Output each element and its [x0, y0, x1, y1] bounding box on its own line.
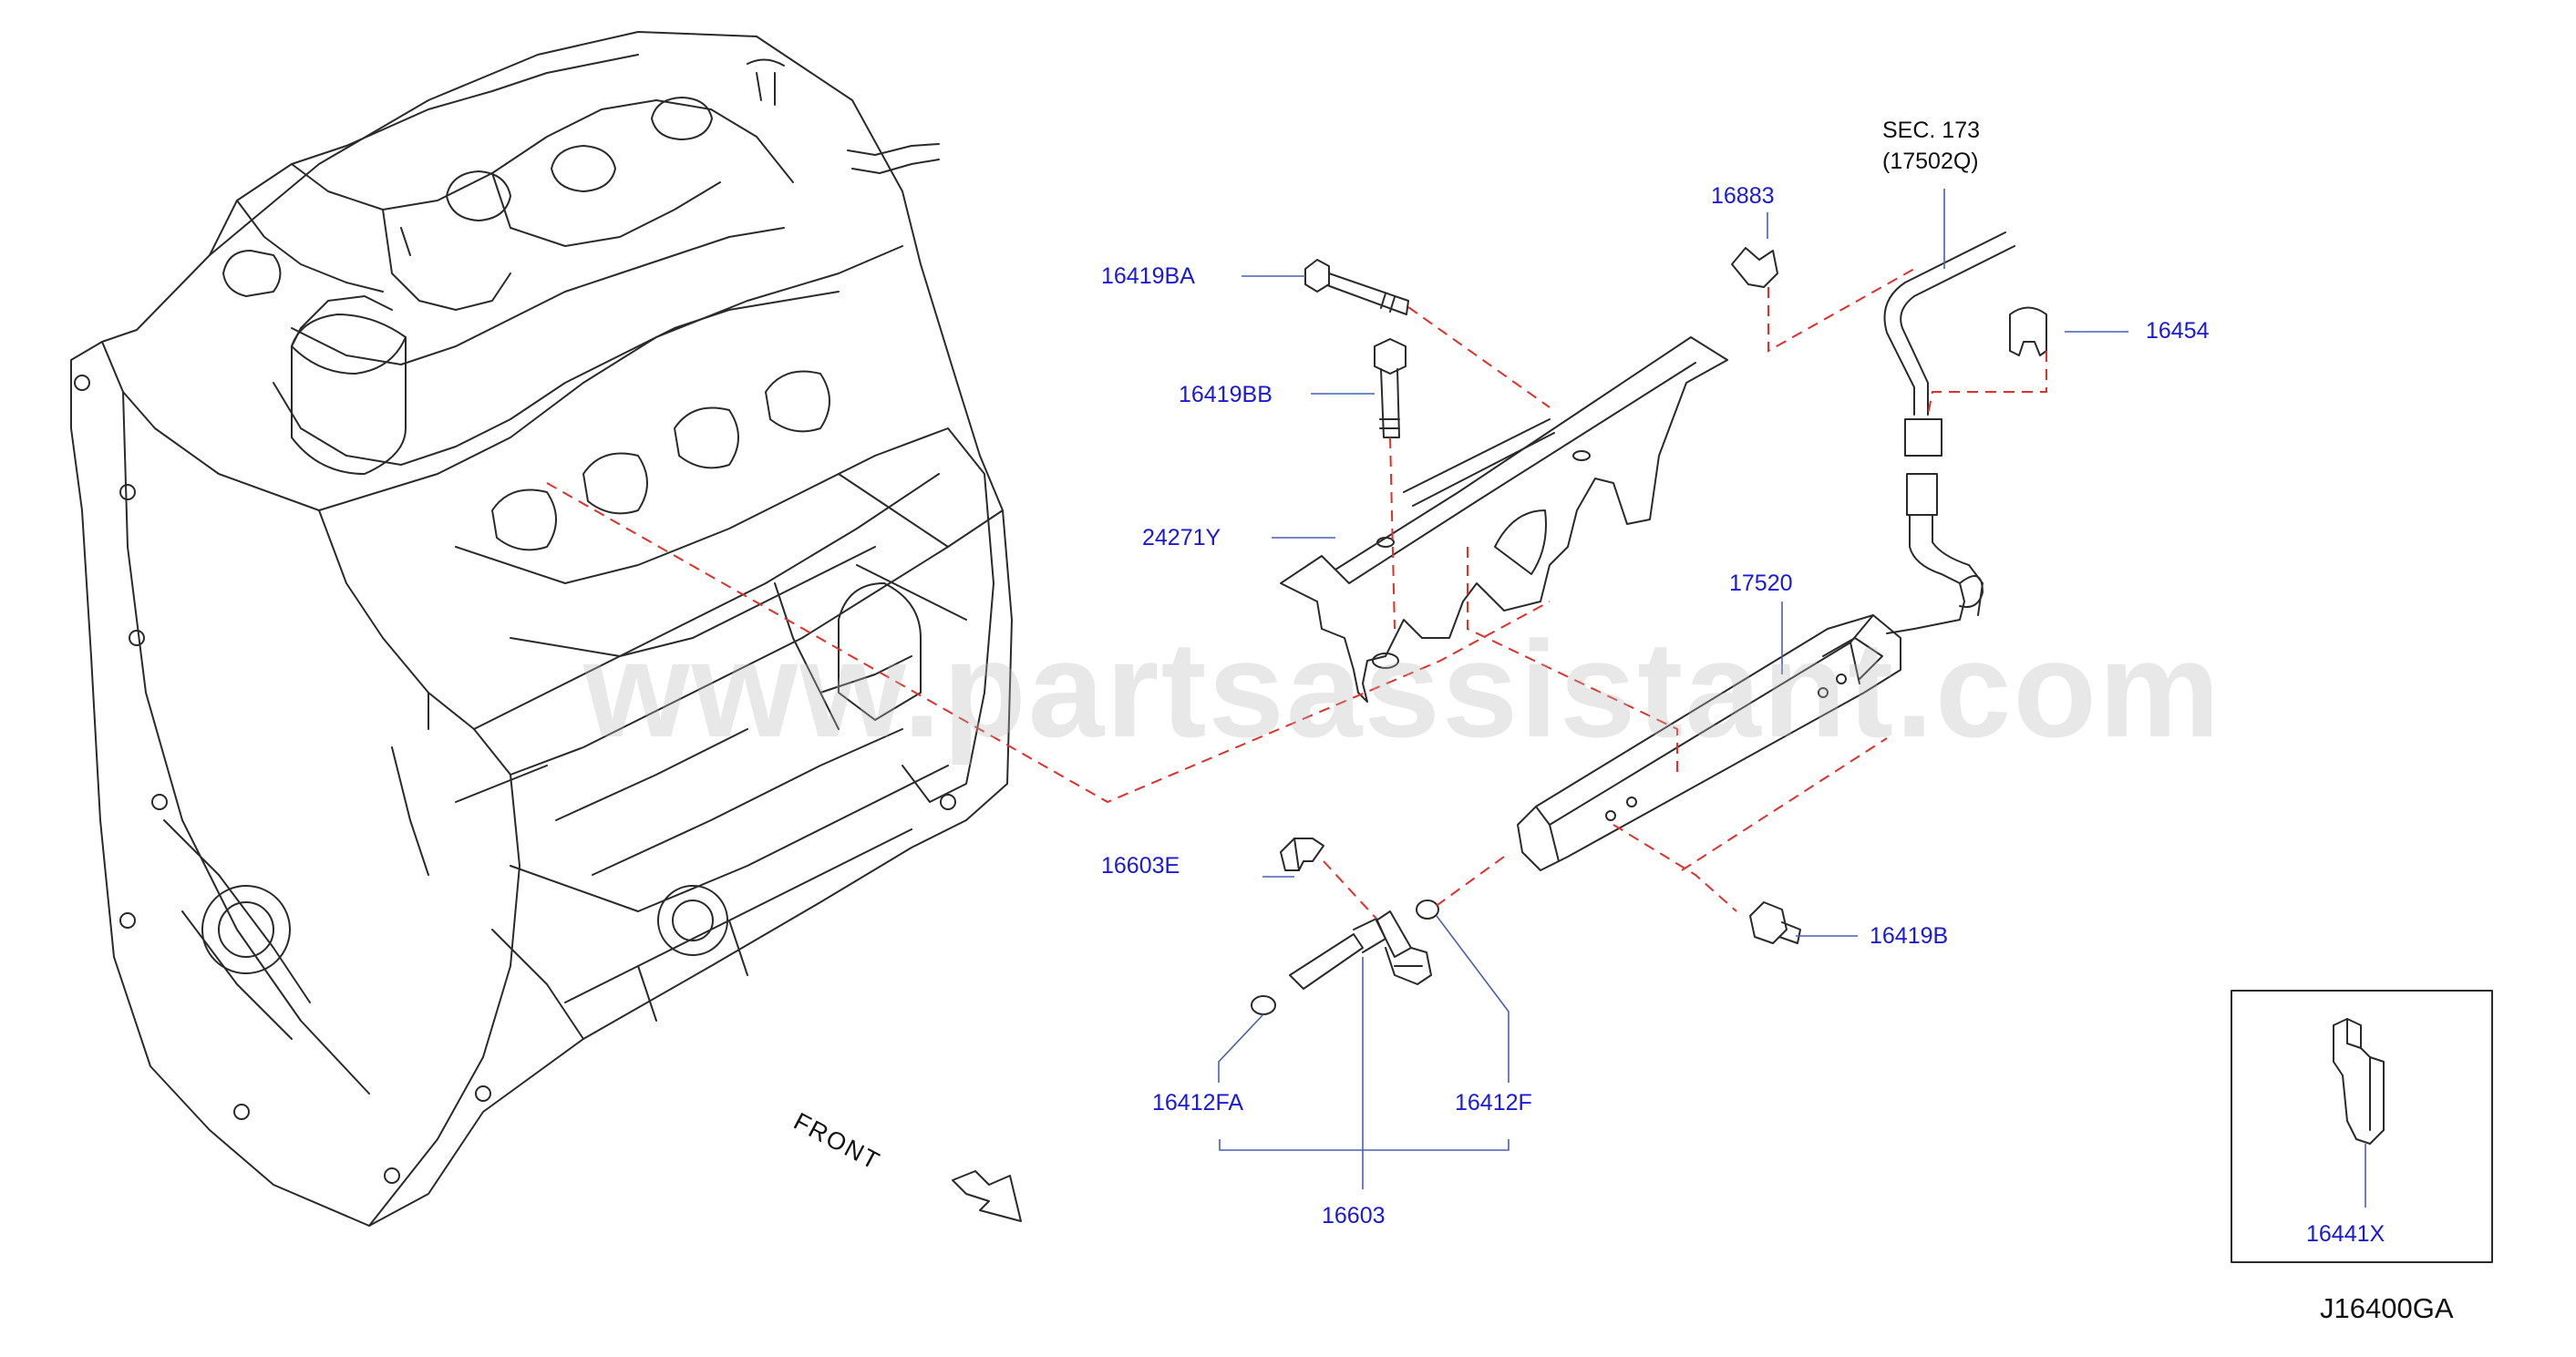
clamp-16454	[2009, 306, 2047, 356]
bolt-16419bb	[1374, 338, 1406, 438]
fuel-rail-bracket	[1280, 336, 1728, 703]
front-arrow-icon	[952, 1170, 1022, 1222]
assembly-lines	[546, 268, 2047, 920]
leader-lines	[1218, 189, 2366, 1208]
fuel-injector-16603	[1289, 910, 1432, 990]
bolt-16419b	[1749, 901, 1801, 944]
clip-16883	[1731, 247, 1778, 288]
bolt-16419ba	[1304, 259, 1409, 315]
label-17520[interactable]: 17520	[1729, 571, 1793, 596]
label-16603[interactable]: 16603	[1322, 1203, 1386, 1228]
fuel-rail	[1517, 614, 1901, 871]
fuel-feed-hose	[1883, 231, 2015, 634]
inset-frame	[2231, 990, 2493, 1263]
label-16412fa[interactable]: 16412FA	[1152, 1090, 1244, 1115]
label-16419b[interactable]: 16419B	[1870, 923, 1949, 949]
o-ring-16412fa	[1251, 995, 1276, 1015]
diagram-code: J16400GA	[2320, 1292, 2454, 1324]
section-reference: SEC. 173 (17502Q)	[1882, 116, 1980, 178]
section-reference-line2: (17502Q)	[1882, 148, 1979, 174]
watermark: www.partsassistant.com	[583, 612, 2222, 766]
label-24271y[interactable]: 24271Y	[1142, 525, 1221, 550]
label-16441x[interactable]: 16441X	[2306, 1221, 2385, 1247]
label-16883[interactable]: 16883	[1711, 183, 1775, 209]
label-16419ba[interactable]: 16419BA	[1101, 263, 1195, 289]
section-reference-line1: SEC. 173	[1882, 118, 1981, 143]
label-16454[interactable]: 16454	[2146, 318, 2210, 344]
clip-16441x	[2333, 1018, 2385, 1145]
injector-retainer-16603e	[1280, 838, 1324, 871]
label-16419bb[interactable]: 16419BB	[1179, 382, 1273, 407]
engine-block	[70, 31, 1013, 1227]
o-ring-16412f	[1416, 900, 1439, 920]
label-16603e[interactable]: 16603E	[1101, 853, 1180, 879]
label-16412f[interactable]: 16412F	[1455, 1090, 1532, 1115]
